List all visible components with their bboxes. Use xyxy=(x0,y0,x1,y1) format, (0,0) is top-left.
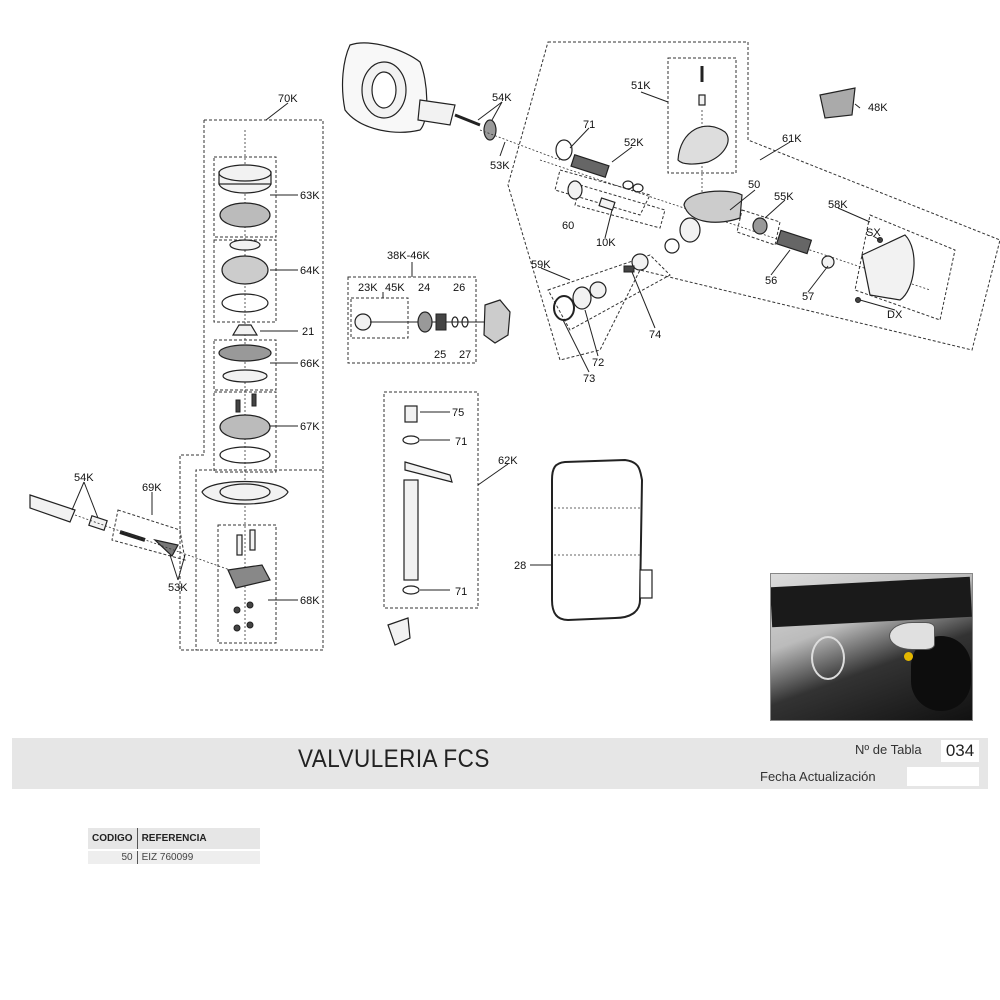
cell-codigo: 50 xyxy=(88,849,138,864)
label-53k-top: 53K xyxy=(490,160,510,172)
table-row: 50 EIZ 760099 xyxy=(88,849,260,864)
label-28: 28 xyxy=(514,560,526,572)
label-70k: 70K xyxy=(278,93,298,105)
label-25: 25 xyxy=(434,349,446,361)
header-codigo: CODIGO xyxy=(88,828,138,850)
label-63k: 63K xyxy=(300,190,320,202)
group-28: 28 xyxy=(514,458,653,622)
label-54k-top: 54K xyxy=(492,92,512,104)
fecha-label: Fecha Actualización xyxy=(760,769,876,784)
label-56: 56 xyxy=(765,275,777,287)
group-70k: 70K 63K 64K 21 66K 67K 68K xyxy=(179,93,324,651)
label-27: 27 xyxy=(459,349,471,361)
label-24: 24 xyxy=(418,282,430,294)
label-52k: 52K xyxy=(624,137,644,149)
label-72: 72 xyxy=(592,357,604,369)
page-title: VALVULERIA FCS xyxy=(298,745,490,773)
table-header: CODIGO REFERENCIA xyxy=(88,828,260,850)
label-45k: 45K xyxy=(385,282,405,294)
label-62k: 62K xyxy=(498,455,518,467)
parts-table: CODIGO REFERENCIA 50 EIZ 760099 xyxy=(88,828,260,864)
label-68k: 68K xyxy=(300,595,320,607)
label-50: 50 xyxy=(748,179,760,191)
product-photo xyxy=(770,573,973,721)
label-53k-left: 53K xyxy=(168,582,188,594)
tabla-label: Nº de Tabla xyxy=(855,742,922,757)
label-38k-46k: 38K-46K xyxy=(387,250,430,262)
label-10k: 10K xyxy=(596,237,616,249)
label-64k: 64K xyxy=(300,265,320,277)
label-26: 26 xyxy=(453,282,465,294)
title-bar xyxy=(12,738,988,789)
label-61k: 61K xyxy=(782,133,802,145)
label-71-bottom: 71 xyxy=(455,586,467,598)
group-62k: 75 71 62K 71 xyxy=(383,391,518,646)
label-23k: 23K xyxy=(358,282,378,294)
label-71-middle: 71 xyxy=(455,436,467,448)
label-66k: 66K xyxy=(300,358,320,370)
label-73: 73 xyxy=(583,373,595,385)
tabla-number: 034 xyxy=(941,740,979,762)
label-55k: 55K xyxy=(774,191,794,203)
label-60: 60 xyxy=(562,220,574,232)
label-69k: 69K xyxy=(142,482,162,494)
group-hose-left: 54K 69K 53K xyxy=(29,472,231,594)
label-dx: DX xyxy=(887,309,903,321)
label-sx: SX xyxy=(866,227,881,239)
group-inflator-top: 54K 53K xyxy=(341,42,561,172)
label-51k: 51K xyxy=(631,80,651,92)
exploded-parts-diagram: 70K 63K 64K 21 66K 67K 68K 54K 69K 53K 5… xyxy=(29,41,1000,651)
label-74: 74 xyxy=(649,329,661,341)
label-54k-left: 54K xyxy=(74,472,94,484)
label-57: 57 xyxy=(802,291,814,303)
group-61k: 51K 48K 61K 50 55K 58K SX DX 56 57 71 52… xyxy=(507,41,1000,385)
fecha-value xyxy=(907,767,979,786)
label-59k: 59K xyxy=(531,259,551,271)
label-58k: 58K xyxy=(828,199,848,211)
label-71-top: 71 xyxy=(583,119,595,131)
cell-referencia: EIZ 760099 xyxy=(137,849,260,864)
label-48k: 48K xyxy=(868,102,888,114)
group-38k-46k: 38K-46K 23K 45K 24 26 25 27 xyxy=(347,250,511,364)
label-67k: 67K xyxy=(300,421,320,433)
label-21: 21 xyxy=(302,326,314,338)
label-75: 75 xyxy=(452,407,464,419)
header-referencia: REFERENCIA xyxy=(137,828,260,850)
